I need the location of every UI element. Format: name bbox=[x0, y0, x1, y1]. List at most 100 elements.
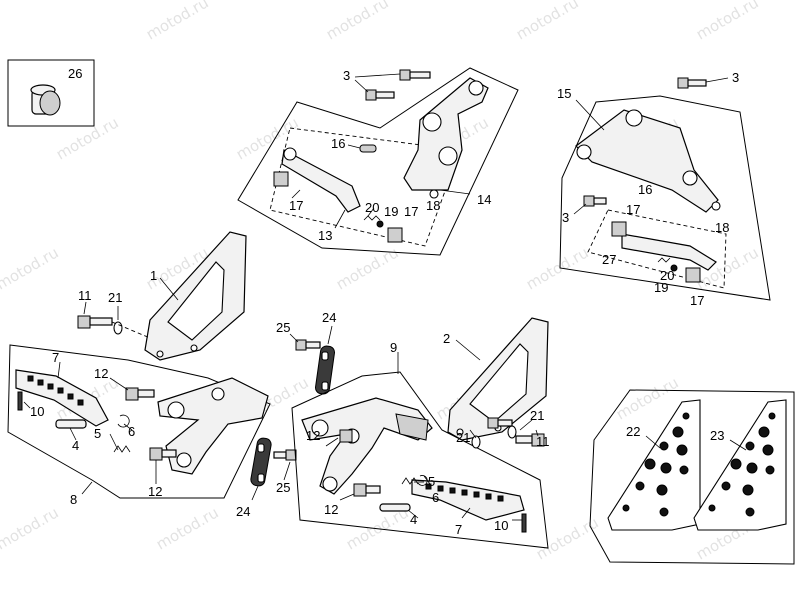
label-3: 3 bbox=[732, 70, 739, 85]
watermark: motod.ru bbox=[323, 0, 392, 43]
label-3: 3 bbox=[343, 68, 350, 83]
pad-17-icon bbox=[273, 171, 289, 187]
label-10: 10 bbox=[30, 404, 44, 419]
bolt-25-bottom-icon bbox=[285, 449, 297, 461]
label-23: 23 bbox=[710, 428, 724, 443]
plate-23-icon bbox=[693, 399, 787, 531]
spacer-24-top-icon bbox=[315, 345, 335, 395]
ball-19-icon bbox=[670, 264, 678, 272]
bolt-11-shaft bbox=[89, 317, 113, 326]
label-11: 11 bbox=[78, 288, 92, 303]
label-11: 11 bbox=[536, 434, 550, 449]
label-14: 14 bbox=[477, 192, 491, 207]
pin-10-icon bbox=[521, 513, 527, 533]
label-4: 4 bbox=[72, 438, 79, 453]
assembly-15-outline bbox=[559, 95, 771, 301]
label-18: 18 bbox=[426, 198, 440, 213]
label-16: 16 bbox=[638, 182, 652, 197]
label-24: 24 bbox=[322, 310, 336, 325]
label-16: 16 bbox=[331, 136, 345, 151]
label-9: 9 bbox=[390, 340, 397, 355]
brake-lever bbox=[281, 147, 361, 213]
label-22: 22 bbox=[626, 424, 640, 439]
pin-10-icon bbox=[17, 391, 23, 411]
bolt-11-icon bbox=[77, 315, 91, 329]
spring-20-icon bbox=[657, 257, 671, 263]
footpeg-grip-icon bbox=[425, 483, 504, 502]
spacer-24-bottom-icon bbox=[250, 437, 272, 487]
watermark: motod.ru bbox=[153, 503, 222, 553]
heel-guard-1: 1 bbox=[144, 231, 247, 361]
watermark: motod.ru bbox=[53, 113, 122, 163]
heel-guard-2: 2 bbox=[443, 317, 549, 441]
label-21: 21 bbox=[530, 408, 544, 423]
bolt-12-icon bbox=[339, 429, 381, 497]
label-12: 12 bbox=[324, 502, 338, 517]
bolt-11-icon bbox=[487, 417, 499, 429]
left-bracket bbox=[157, 377, 269, 475]
pad-17-icon bbox=[611, 221, 627, 237]
watermark: motod.ru bbox=[143, 0, 212, 43]
washer-21-icon bbox=[471, 435, 481, 449]
label-13: 13 bbox=[318, 228, 332, 243]
clip-18-icon bbox=[711, 201, 721, 211]
label-19: 19 bbox=[654, 280, 668, 295]
label-27: 27 bbox=[602, 252, 616, 267]
center-footrest-assembly-9: 9 12 12 5 6 4 7 10 bbox=[291, 340, 549, 549]
spring-20-icon bbox=[363, 215, 381, 221]
label-15: 15 bbox=[557, 86, 571, 101]
assembly-14-outline bbox=[237, 67, 519, 256]
pin-4-icon bbox=[379, 503, 411, 512]
label-4: 4 bbox=[410, 512, 417, 527]
clip-6-icon bbox=[417, 475, 428, 486]
watermark: motod.ru bbox=[0, 243, 62, 293]
label-26: 26 bbox=[68, 66, 82, 81]
clip-18-icon bbox=[429, 189, 439, 199]
protective-plates-22-23: 22 23 bbox=[589, 389, 795, 565]
label-1: 1 bbox=[150, 268, 157, 283]
assembly-27-dashed-outline bbox=[587, 209, 727, 289]
label-7: 7 bbox=[52, 350, 59, 365]
footrest-bracket-right bbox=[403, 77, 489, 191]
label-8: 8 bbox=[70, 492, 77, 507]
plate-22-icon bbox=[607, 399, 701, 531]
right-footpeg-7 bbox=[411, 479, 525, 521]
shift-peg bbox=[621, 233, 717, 271]
right-bolts-11-21: 21 21 11 bbox=[456, 408, 550, 449]
label-25: 25 bbox=[276, 320, 290, 335]
left-bolts-11-21: 11 21 bbox=[77, 288, 151, 339]
spacer-plates-24-25: 25 24 24 25 bbox=[236, 310, 336, 519]
label-2: 2 bbox=[443, 331, 450, 346]
center-bracket bbox=[301, 397, 433, 495]
label-21: 21 bbox=[108, 290, 122, 305]
label-6: 6 bbox=[128, 424, 135, 439]
label-17: 17 bbox=[289, 198, 303, 213]
label-25: 25 bbox=[276, 480, 290, 495]
spring-5-icon bbox=[401, 477, 419, 485]
grommet-icon bbox=[30, 84, 61, 116]
top-center-rear-brake-assembly: 3 16 17 13 20 19 17 18 14 bbox=[237, 67, 519, 256]
label-21: 21 bbox=[456, 430, 470, 445]
assembly-13-dashed-outline bbox=[269, 127, 461, 247]
label-19: 19 bbox=[384, 204, 398, 219]
label-12: 12 bbox=[148, 484, 162, 499]
ball-19-icon bbox=[376, 220, 384, 228]
label-6: 6 bbox=[432, 490, 439, 505]
label-12: 12 bbox=[306, 428, 320, 443]
label-17: 17 bbox=[404, 204, 418, 219]
shift-lever bbox=[575, 109, 719, 213]
watermark: motod.ru bbox=[513, 0, 582, 43]
pin-16-icon bbox=[359, 144, 377, 153]
assembly-9-outline bbox=[291, 371, 549, 549]
bolt-3-icon bbox=[365, 69, 431, 101]
watermark: motod.ru bbox=[693, 243, 762, 293]
watermark: motod.ru bbox=[523, 243, 592, 293]
clip-6-icon bbox=[117, 414, 130, 428]
label-24: 24 bbox=[236, 504, 250, 519]
plates-frame bbox=[589, 389, 795, 565]
label-7: 7 bbox=[455, 522, 462, 537]
left-footpeg-7 bbox=[15, 369, 109, 427]
label-20: 20 bbox=[660, 268, 674, 283]
